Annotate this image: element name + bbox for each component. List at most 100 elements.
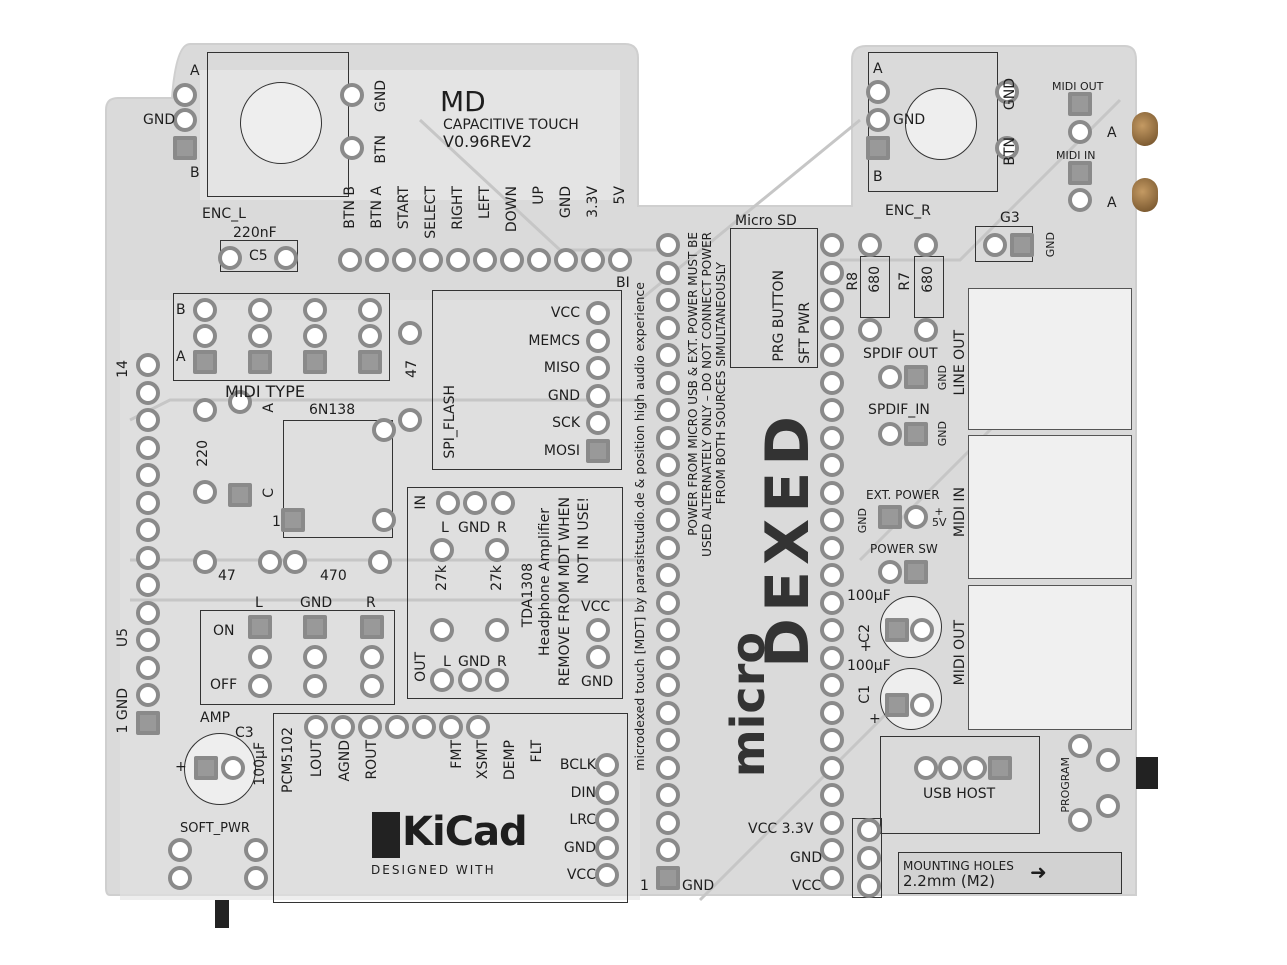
header-pin-label: BTN A [369, 186, 385, 229]
solder-pad [656, 618, 680, 642]
tda-in: IN [413, 495, 429, 510]
solder-pad [1068, 120, 1092, 144]
encoder-left-knob[interactable] [240, 82, 322, 164]
kicad-tagline: DESIGNED WITH [371, 863, 496, 877]
tda-name: TDA1308 [520, 563, 536, 628]
logo-dexed: DEXED [753, 410, 823, 668]
solder-pad [340, 136, 364, 160]
usb-host-label: USB HOST [923, 786, 996, 802]
tda-out: OUT [413, 652, 429, 682]
spdif-out-gnd: GND [936, 365, 949, 391]
c3-ref: C3 [235, 725, 254, 741]
r27k-right: 27k [489, 565, 505, 591]
sft-pwr-label: SFT PWR [797, 302, 813, 364]
solder-pad [656, 233, 680, 257]
c3-plus: + [175, 759, 187, 775]
bi-label: BI [616, 275, 630, 291]
solder-pad [136, 545, 160, 570]
encoder-right-knob[interactable] [905, 88, 977, 160]
r8-resistor [860, 256, 890, 318]
teensy-pin1: 1 [640, 878, 649, 894]
solder-pad [463, 491, 487, 515]
solder-pad [500, 248, 524, 272]
enc-r-a: A [873, 61, 883, 77]
encoder-left-body [207, 52, 349, 197]
r470-value: 470 [320, 568, 347, 584]
solder-pad [910, 618, 934, 642]
spi-pin-label: MOSI [543, 442, 580, 459]
solder-pad [466, 715, 490, 739]
c1-plus: + [869, 711, 881, 727]
teensy-gnd: GND [682, 878, 715, 894]
r47-horizontal-value: 47 [218, 568, 236, 584]
solder-pad [820, 810, 844, 835]
spi-flash-title: SPI_FLASH [442, 385, 458, 459]
solder-pad [274, 246, 298, 270]
solder-pad [193, 324, 217, 348]
solder-pad [586, 645, 610, 669]
pcm-pin-label: DEMP [502, 740, 518, 781]
solder-pad [1096, 794, 1120, 818]
solder-pad [430, 538, 454, 562]
spi-pin-label: GND [547, 387, 580, 404]
solder-pad [485, 538, 509, 562]
solder-pad [885, 618, 909, 642]
solder-pad [244, 838, 268, 862]
solder-pad [656, 260, 680, 285]
solder-pad [446, 248, 470, 272]
solder-pad [656, 343, 680, 367]
solder-pad [248, 324, 272, 348]
line-out-jack[interactable] [968, 288, 1132, 430]
solder-pad [303, 298, 327, 322]
c1-value: 100µF [847, 658, 891, 674]
g3-gnd: GND [1044, 232, 1057, 258]
midi-in-jack[interactable] [968, 435, 1132, 579]
solder-pad [820, 865, 844, 890]
header-pin-label: SELECT [423, 186, 439, 239]
midi-in-led-label: MIDI IN [1056, 149, 1096, 162]
solder-pad [858, 233, 882, 257]
solder-pad [136, 353, 160, 377]
solder-pad [248, 298, 272, 322]
solder-pad [586, 301, 610, 325]
solder-pad [398, 321, 422, 345]
solder-pad [360, 645, 384, 669]
midi-out-jack[interactable] [968, 585, 1132, 730]
solder-pad [458, 668, 482, 692]
program-button[interactable] [1136, 757, 1158, 789]
spi-pin-label: MISO [543, 360, 580, 376]
solder-pad [857, 846, 881, 870]
tda-in-r: R [497, 520, 507, 536]
solder-pad [656, 398, 680, 422]
solder-pad [885, 693, 909, 717]
solder-pad [656, 810, 680, 835]
solder-pad [228, 483, 252, 507]
soft-power-button[interactable] [215, 900, 229, 928]
pcm-side-label: VCC [566, 867, 596, 883]
solder-pad [586, 618, 610, 642]
solder-pad [595, 835, 619, 860]
solder-pad [303, 324, 327, 348]
solder-pad [136, 683, 160, 707]
solder-pad [878, 560, 902, 584]
gnd-label: GND [790, 850, 823, 866]
solder-pad [904, 365, 928, 389]
amp-off: OFF [210, 677, 238, 693]
solder-pad [656, 453, 680, 477]
c2-value: 100µF [847, 588, 891, 604]
solder-pad [1068, 161, 1092, 185]
solder-pad [820, 728, 844, 752]
spdif-in-gnd: GND [936, 421, 949, 447]
solder-pad [656, 535, 680, 560]
solder-pad [491, 491, 515, 515]
c2-plus: + [860, 639, 872, 655]
solder-pad [656, 563, 680, 587]
solder-pad [358, 715, 382, 739]
ext-power-gnd: GND [856, 508, 869, 534]
pcm-side-label: GND [563, 839, 596, 856]
line-out-label: LINE OUT [952, 330, 968, 396]
ext-power-label: EXT. POWER [866, 488, 940, 502]
micro-sd-label: Micro SD [735, 213, 797, 229]
solder-pad [485, 618, 509, 642]
solder-pad [995, 136, 1019, 160]
